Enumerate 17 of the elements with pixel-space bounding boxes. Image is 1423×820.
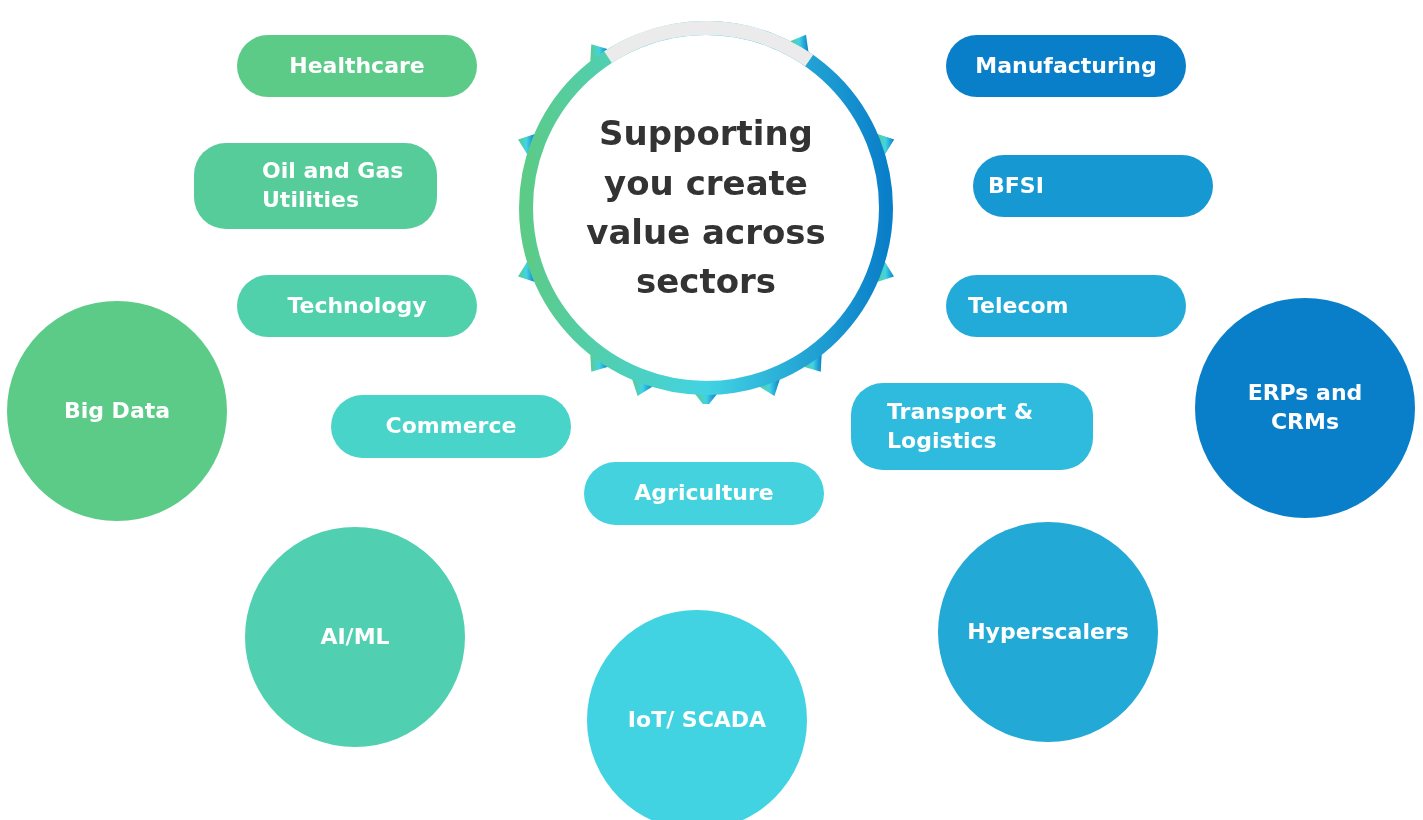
sector-pill bbox=[851, 383, 1093, 470]
sector-label: ERPs and CRMs bbox=[1246, 379, 1364, 436]
sector-label: Manufacturing bbox=[975, 51, 1157, 80]
sector-pill bbox=[194, 143, 437, 229]
sector-label: Big Data bbox=[62, 396, 172, 425]
sector-label: Agriculture bbox=[634, 479, 774, 508]
center-title: Supporting you create value across sectors bbox=[586, 112, 826, 304]
sector-label: IoT/ SCADA bbox=[626, 705, 768, 734]
sector-label: Technology bbox=[287, 291, 427, 320]
sector-label: Healthcare bbox=[289, 51, 425, 80]
sector-label: Telecom bbox=[968, 291, 1069, 320]
sector-label: BFSI bbox=[988, 171, 1044, 200]
sector-label: Hyperscalers bbox=[966, 617, 1130, 646]
sector-label: Transport & Logistics bbox=[887, 397, 1035, 455]
sector-label: Oil and Gas Utilities bbox=[262, 157, 405, 214]
sector-label: AI/ML bbox=[319, 622, 391, 651]
sector-label: Commerce bbox=[385, 412, 517, 441]
